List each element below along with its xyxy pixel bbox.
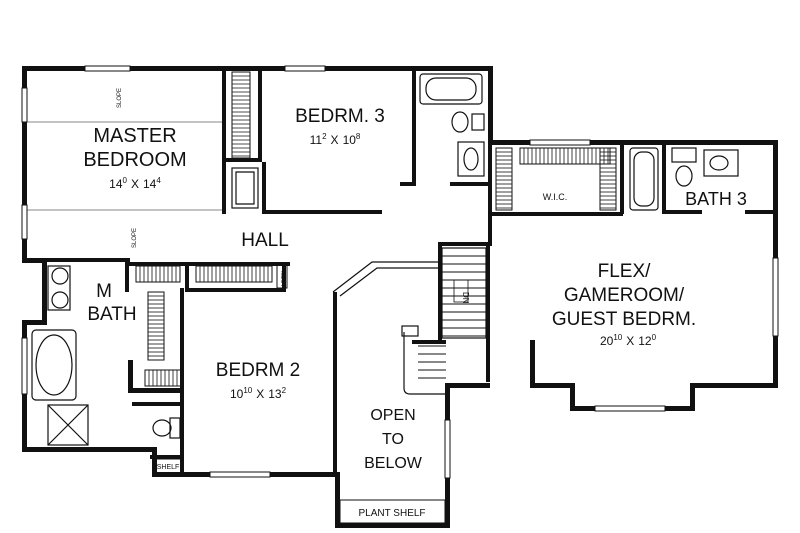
shelf-label: SHELF (157, 464, 180, 471)
stair-down-label: DN (461, 292, 470, 304)
flex-label-3: GUEST BEDRM. (552, 309, 696, 330)
m-bath-label-2: BATH (87, 304, 136, 325)
shelf-box (152, 458, 184, 474)
m-bath-label-1: M (96, 281, 112, 302)
linen-box (276, 263, 288, 289)
slope-label-bottom: SLOPE (132, 228, 138, 248)
open-to-below-2: TO (382, 431, 404, 448)
angled-wall (332, 261, 440, 293)
flex-label-1: FLEX/ (598, 261, 652, 282)
bedroom-2-label: BEDRM 2 (216, 360, 300, 381)
open-to-below-3: BELOW (364, 455, 423, 472)
slope-label-top: SLOPE (117, 88, 123, 108)
fixtures (31, 73, 739, 446)
bedroom-3-label: BEDRM. 3 (295, 106, 385, 127)
plant-shelf-label: PLANT SHELF (358, 508, 425, 519)
plant-shelf-box (339, 499, 446, 524)
windows (21, 65, 779, 479)
wic-label: W.I.C. (543, 192, 568, 202)
bath-3-label: BATH 3 (685, 189, 747, 209)
master-bedroom-label-1: MASTER (93, 125, 176, 147)
angled-wall-inner (339, 267, 440, 297)
stair-down-box (453, 279, 469, 303)
flex-label-2: GAMEROOM/ (564, 285, 685, 306)
interior-walls (22, 66, 777, 477)
shelf-hatching (139, 75, 616, 386)
hall-label: HALL (241, 230, 289, 251)
closet-shelves (135, 71, 617, 387)
stair-treads (418, 255, 486, 379)
linen-label: LINEN (281, 271, 287, 286)
master-bedroom-label-2: BEDROOM (83, 149, 186, 171)
open-to-below-1: OPEN (370, 407, 415, 424)
